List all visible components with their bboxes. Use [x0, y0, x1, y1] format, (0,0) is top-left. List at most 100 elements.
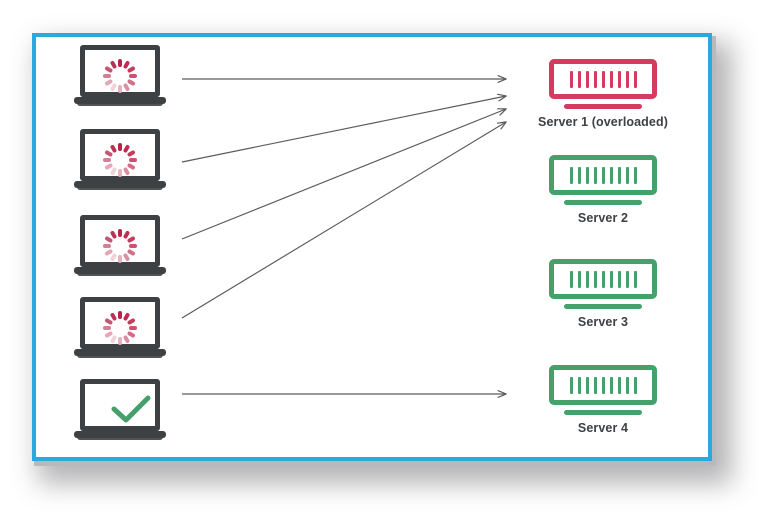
- spinner-segment: [126, 235, 136, 244]
- server-port: [617, 376, 621, 394]
- server-port: [593, 270, 597, 288]
- arrow-4: [181, 122, 506, 319]
- server-port: [625, 70, 629, 88]
- server-port: [569, 270, 573, 288]
- diagram-frame: Server 1 (overloaded) Server 2 Server 3 Ser…: [32, 33, 712, 461]
- spinner-segment: [126, 149, 136, 158]
- server-label-2: Server 2: [577, 211, 629, 225]
- spinner-segment: [126, 65, 136, 74]
- server-label-1: Server 1 (overloaded): [538, 115, 668, 129]
- spinner-segment: [118, 85, 122, 93]
- spinner-segment: [118, 311, 122, 319]
- server-port: [577, 70, 581, 88]
- spinner-segment: [103, 158, 111, 162]
- server-port: [617, 166, 621, 184]
- server-port-row: [554, 64, 652, 94]
- server-port: [601, 270, 605, 288]
- client-laptop-1: [74, 45, 166, 109]
- server-stand: [564, 304, 642, 309]
- server-port: [577, 166, 581, 184]
- spinner-segment: [126, 317, 136, 326]
- server-stand: [564, 410, 642, 415]
- server-port: [625, 270, 629, 288]
- spinner-segment: [103, 74, 111, 78]
- spinner-segment: [109, 252, 118, 262]
- arrow-2: [181, 96, 506, 163]
- server-port: [593, 70, 597, 88]
- client-laptop-2: [74, 129, 166, 193]
- diagram-canvas: Server 1 (overloaded) Server 2 Server 3 Ser…: [36, 37, 708, 457]
- server-port-row: [554, 370, 652, 400]
- spinner-segment: [109, 334, 118, 344]
- laptop-base: [74, 349, 166, 356]
- server-port: [593, 166, 597, 184]
- server-port: [585, 376, 589, 394]
- spinner-segment: [103, 326, 111, 330]
- laptop-foot: [77, 103, 163, 106]
- server-port: [609, 376, 613, 394]
- server-port: [617, 70, 621, 88]
- spinner-segment: [103, 244, 111, 248]
- spinner-segment: [109, 166, 118, 176]
- server-port: [633, 376, 637, 394]
- server-port: [609, 270, 613, 288]
- server-port: [577, 270, 581, 288]
- laptop-base: [74, 97, 166, 104]
- server-port: [625, 376, 629, 394]
- spinner-segment: [129, 74, 137, 78]
- server-port: [625, 166, 629, 184]
- laptop-base: [74, 181, 166, 188]
- server-port: [585, 70, 589, 88]
- laptop-screen: [80, 129, 160, 181]
- spinner-segment: [118, 59, 122, 67]
- server-port: [577, 376, 581, 394]
- laptop-screen: [80, 379, 160, 431]
- server-chassis: [549, 365, 657, 405]
- server-chassis: [549, 259, 657, 299]
- server-port: [609, 70, 613, 88]
- laptop-screen: [80, 45, 160, 97]
- server-port: [569, 166, 573, 184]
- server-port: [601, 376, 605, 394]
- spinner-segment: [118, 143, 122, 151]
- server-port-row: [554, 160, 652, 190]
- laptop-foot: [77, 187, 163, 190]
- client-laptop-4: [74, 297, 166, 361]
- spinner-segment: [129, 158, 137, 162]
- laptop-base: [74, 267, 166, 274]
- laptop-foot: [77, 355, 163, 358]
- server-port: [633, 70, 637, 88]
- spinner-segment: [109, 82, 118, 92]
- client-laptop-3: [74, 215, 166, 279]
- server-port: [601, 166, 605, 184]
- server-stand: [564, 104, 642, 109]
- server-port: [569, 70, 573, 88]
- server-port: [585, 270, 589, 288]
- laptop-foot: [77, 273, 163, 276]
- arrow-3: [181, 109, 506, 240]
- server-port-row: [554, 264, 652, 294]
- server-port: [609, 166, 613, 184]
- laptop-screen: [80, 297, 160, 349]
- spinner-segment: [118, 229, 122, 237]
- server-chassis: [549, 59, 657, 99]
- spinner-segment: [129, 244, 137, 248]
- laptop-screen: [80, 215, 160, 267]
- server-port: [585, 166, 589, 184]
- server-port: [617, 270, 621, 288]
- server-label-4: Server 4: [577, 421, 629, 435]
- check-icon: [111, 395, 151, 423]
- server-port: [601, 70, 605, 88]
- server-chassis: [549, 155, 657, 195]
- laptop-base: [74, 431, 166, 438]
- spinner-segment: [118, 255, 122, 263]
- spinner-segment: [118, 337, 122, 345]
- spinner-segment: [118, 169, 122, 177]
- server-port: [633, 166, 637, 184]
- server-label-3: Server 3: [577, 315, 629, 329]
- server-port: [593, 376, 597, 394]
- laptop-foot: [77, 437, 163, 440]
- server-port: [633, 270, 637, 288]
- server-port: [569, 376, 573, 394]
